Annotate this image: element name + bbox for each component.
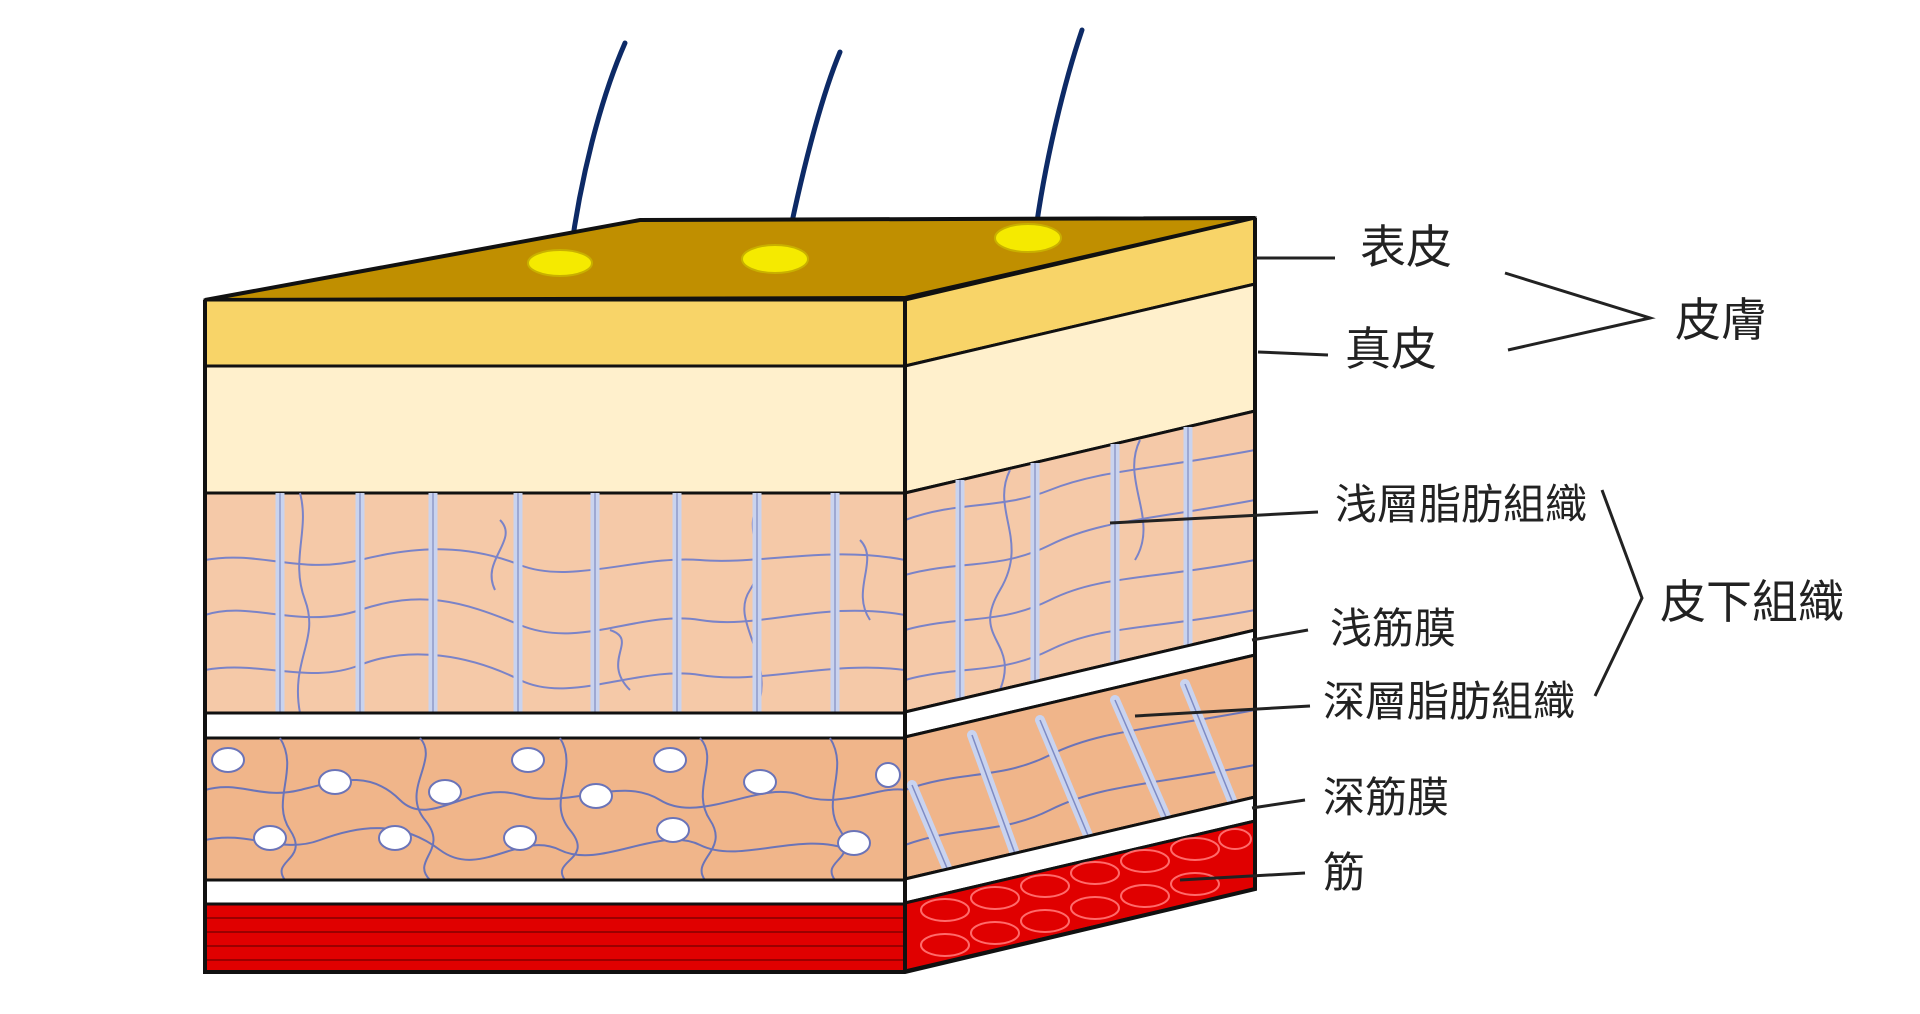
label-skin: 皮膚 <box>1675 293 1767 347</box>
epidermis-front <box>203 298 907 368</box>
bracket-skin <box>1504 271 1656 352</box>
label-dermis: 真皮 <box>1345 322 1437 376</box>
label-superficial-fat: 浅層脂肪組織 <box>1335 480 1587 529</box>
superficial-fascia-front <box>203 711 907 740</box>
label-muscle: 筋 <box>1323 848 1365 897</box>
label-superficial-fascia: 浅筋膜 <box>1330 604 1456 653</box>
hair-1 <box>567 40 628 261</box>
fat-cell-dots-front <box>211 747 901 856</box>
label-subcutaneous: 皮下組織 <box>1660 575 1844 629</box>
muscle-fibers-front <box>205 917 905 961</box>
hair-3 <box>1032 27 1085 239</box>
side-face <box>903 216 1257 973</box>
block-outline <box>203 218 1257 974</box>
leader-muscle <box>1179 871 1306 882</box>
labels: 表皮 真皮 皮膚 浅層脂肪組織 浅筋膜 深層脂肪組織 深筋膜 筋 皮下組織 <box>1323 220 1844 897</box>
muscle-cells-side <box>920 828 1252 957</box>
hair-follicles <box>527 223 1062 277</box>
leader-dermis <box>1257 350 1329 357</box>
dermis-front <box>203 364 907 495</box>
follicle-1 <box>527 249 593 277</box>
front-face <box>203 298 907 974</box>
follicle-2 <box>741 244 809 274</box>
deep-fat-front <box>203 736 907 882</box>
label-epidermis: 表皮 <box>1360 220 1452 274</box>
deep-fat-cells-front <box>204 737 906 881</box>
follicle-3 <box>994 223 1062 253</box>
leader-superficial-fat <box>1109 510 1319 525</box>
leader-deep-fat <box>1134 704 1311 718</box>
deep-fascia-front <box>203 878 907 906</box>
label-deep-fat: 深層脂肪組織 <box>1323 677 1575 726</box>
leader-superficial-fascia <box>1251 628 1309 642</box>
leader-deep-fascia <box>1251 798 1306 810</box>
superficial-fat-lobules-front <box>204 492 906 714</box>
leader-lines <box>1109 256 1656 882</box>
superficial-fat-front <box>203 491 907 715</box>
bracket-subcutaneous <box>1593 489 1644 697</box>
muscle-front <box>203 902 907 974</box>
label-deep-fascia: 深筋膜 <box>1323 773 1449 822</box>
